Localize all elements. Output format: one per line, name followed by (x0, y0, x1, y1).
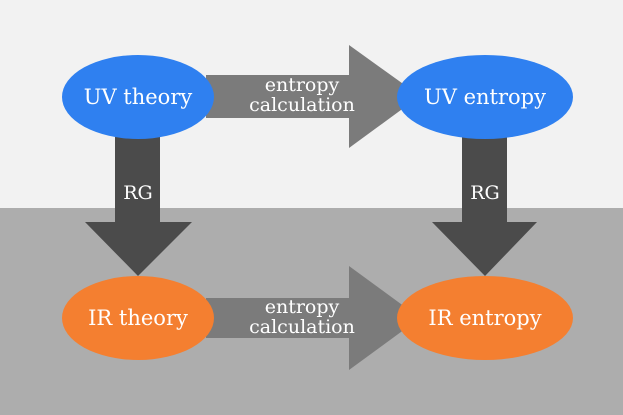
node-ir-entropy: IR entropy (397, 276, 573, 360)
arrow-rg-theory-label: RG (123, 182, 152, 204)
node-uv-entropy-label: UV entropy (424, 85, 546, 109)
arrow-uv-entropy-calculation: entropy calculation (206, 45, 420, 148)
arrow-rg-theory: RG (85, 136, 192, 276)
node-ir-entropy-shape (397, 276, 573, 360)
arrow-rg-entropy-shape (432, 136, 537, 276)
node-ir-theory-label: IR theory (88, 306, 188, 330)
arrow-rg-entropy-label: RG (470, 182, 499, 204)
arrow-ir-shape (206, 266, 420, 370)
node-uv-theory-shape (62, 55, 214, 139)
node-uv-theory-label: UV theory (84, 85, 193, 109)
arrow-ir-label-line1: entropy (265, 296, 340, 318)
arrow-ir-label-line2: calculation (249, 316, 355, 338)
node-uv-theory: UV theory (62, 55, 214, 139)
node-ir-entropy-label: IR entropy (428, 306, 541, 330)
arrow-ir-entropy-calculation: entropy calculation (206, 266, 420, 370)
node-ir-theory: IR theory (62, 276, 214, 360)
node-ir-theory-shape (62, 276, 214, 360)
arrow-uv-label-line2: calculation (249, 94, 355, 116)
arrow-rg-theory-shape (85, 136, 192, 276)
node-uv-entropy-shape (397, 55, 573, 139)
node-uv-entropy: UV entropy (397, 55, 573, 139)
arrow-uv-shape (206, 45, 420, 148)
arrow-uv-label-line1: entropy (265, 74, 340, 96)
arrow-rg-entropy: RG (432, 136, 537, 276)
